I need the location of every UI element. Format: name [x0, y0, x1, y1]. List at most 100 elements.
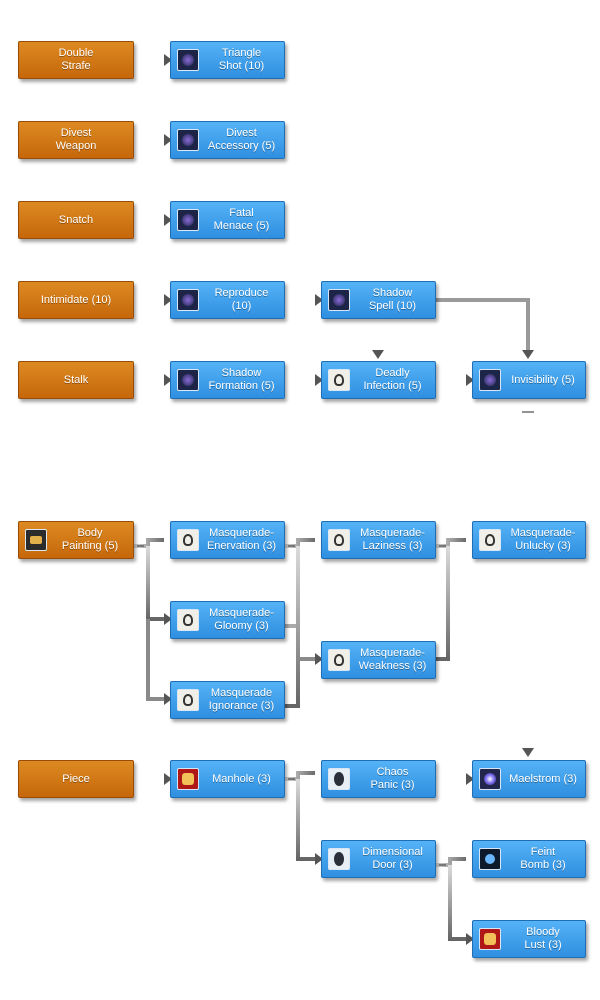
lust-icon — [479, 928, 501, 950]
skill-label: Intimidate (10) — [40, 293, 112, 306]
skill-masquerade-enervation[interactable]: Masquerade- Enervation (3) — [170, 521, 285, 559]
skill-label: Fatal Menace (5) — [213, 207, 270, 232]
skill-label: Piece — [62, 772, 90, 785]
arrowhead — [164, 294, 172, 306]
skill-dimensional-door[interactable]: Dimensional Door (3) — [321, 840, 436, 878]
arrowhead — [315, 374, 323, 386]
skill-label: Double Strafe — [58, 47, 94, 72]
link-dimensional-door-bloody-lust — [448, 865, 466, 941]
skill-label: Manhole (3) — [212, 772, 271, 785]
link-manhole-chaos-panic — [285, 771, 315, 781]
skill-label: Feint Bomb (3) — [520, 846, 566, 871]
skill-piece[interactable]: Piece — [18, 760, 134, 798]
mask-icon — [328, 529, 350, 551]
skill-reproduce[interactable]: Reproduce (10) — [170, 281, 285, 319]
skill-bloody-lust[interactable]: Bloody Lust (3) — [472, 920, 586, 958]
skill-double-strafe[interactable]: Double Strafe — [18, 41, 134, 79]
door-icon — [328, 848, 350, 870]
link-body-painting-masq-enervation — [134, 538, 164, 548]
skill-label: Dimensional Door (3) — [362, 846, 423, 871]
skill-label: Masquerade- Enervation (3) — [206, 527, 277, 552]
skill-label: Stalk — [63, 373, 89, 386]
skill-fatal-menace[interactable]: Fatal Menace (5) — [170, 201, 285, 239]
arrowhead — [164, 214, 172, 226]
skill-shadow-formation[interactable]: Shadow Formation (5) — [170, 361, 285, 399]
mask-icon — [328, 649, 350, 671]
link-shadow-spell-invisibility — [436, 298, 530, 352]
skill-label: Masquerade Ignorance (3) — [208, 687, 275, 712]
link-manhole-dimensional-door — [296, 779, 315, 861]
skill-intimidate[interactable]: Intimidate (10) — [18, 281, 134, 319]
skill-snatch[interactable]: Snatch — [18, 201, 134, 239]
skill-masquerade-ignorance[interactable]: Masquerade Ignorance (3) — [170, 681, 285, 719]
skill-shadow-spell[interactable]: Shadow Spell (10) — [321, 281, 436, 319]
skill-divest-accessory[interactable]: Divest Accessory (5) — [170, 121, 285, 159]
mask-icon — [177, 529, 199, 551]
link-masq-enervation-masq-laziness — [285, 538, 315, 548]
arrowhead — [164, 134, 172, 146]
arrowhead — [466, 374, 474, 386]
skill-label: Shadow Spell (10) — [368, 287, 417, 312]
crossbow-icon — [177, 49, 199, 71]
link-masq-weakness-masq-unlucky — [436, 546, 450, 661]
chaos-icon — [328, 768, 350, 790]
arrowhead — [164, 374, 172, 386]
hand-icon — [177, 129, 199, 151]
skill-label: Masquerade- Unlucky (3) — [510, 527, 576, 552]
link-dimensional-door-feint-bomb — [436, 857, 466, 867]
manhole-icon — [177, 768, 199, 790]
link-masq-ignorance-masq-weakness — [285, 546, 300, 708]
shadow-spell-icon — [328, 289, 350, 311]
shadow-icon — [177, 369, 199, 391]
maelstrom-icon — [479, 768, 501, 790]
skill-masquerade-weakness[interactable]: Masquerade- Weakness (3) — [321, 641, 436, 679]
arrowhead — [522, 748, 534, 757]
skill-label: Shadow Formation (5) — [208, 367, 275, 392]
skill-label: Invisibility (5) — [511, 373, 575, 386]
skill-label: Maelstrom (3) — [509, 772, 577, 785]
skill-label: Chaos Panic (3) — [370, 766, 415, 791]
skill-divest-weapon[interactable]: Divest Weapon — [18, 121, 134, 159]
arrowhead — [164, 613, 172, 625]
skill-stalk[interactable]: Stalk — [18, 361, 134, 399]
link-body-painting-masq-ignorance — [146, 619, 164, 701]
arrowhead — [315, 653, 323, 665]
skill-label: Deadly Infection (5) — [363, 367, 422, 392]
skill-label: Triangle Shot (10) — [218, 47, 265, 72]
arrowhead — [315, 853, 323, 865]
invisibility-icon — [479, 369, 501, 391]
skill-label: Masquerade- Laziness (3) — [360, 527, 425, 552]
skill-chaos-panic[interactable]: Chaos Panic (3) — [321, 760, 436, 798]
arrowhead — [466, 773, 474, 785]
skill-deadly-infection[interactable]: Deadly Infection (5) — [321, 361, 436, 399]
paint-icon — [25, 529, 47, 551]
arrowhead — [372, 350, 384, 359]
skill-body-painting[interactable]: Body Painting (5) — [18, 521, 134, 559]
skill-triangle-shot[interactable]: Triangle Shot (10) — [170, 41, 285, 79]
link-masq-laziness-masq-unlucky — [436, 538, 466, 548]
reproduce-icon — [177, 289, 199, 311]
bomb-icon — [479, 848, 501, 870]
arrowhead — [164, 693, 172, 705]
skill-label: Bloody Lust (3) — [524, 926, 562, 951]
skill-label: Snatch — [58, 213, 94, 226]
skill-label: Body Painting (5) — [61, 527, 119, 552]
skill-invisibility[interactable]: Invisibility (5) — [472, 361, 586, 399]
skill-maelstrom[interactable]: Maelstrom (3) — [472, 760, 586, 798]
arrowhead — [164, 54, 172, 66]
skill-masquerade-gloomy[interactable]: Masquerade- Gloomy (3) — [170, 601, 285, 639]
skill-label: Masquerade- Weakness (3) — [358, 647, 427, 672]
mask-icon — [479, 529, 501, 551]
skill-masquerade-laziness[interactable]: Masquerade- Laziness (3) — [321, 521, 436, 559]
skill-label: Masquerade- Gloomy (3) — [209, 607, 274, 632]
arrowhead — [164, 773, 172, 785]
skill-masquerade-unlucky[interactable]: Masquerade- Unlucky (3) — [472, 521, 586, 559]
skill-feint-bomb[interactable]: Feint Bomb (3) — [472, 840, 586, 878]
arrowhead — [315, 294, 323, 306]
skull-icon — [328, 369, 350, 391]
menace-icon — [177, 209, 199, 231]
skill-label: Reproduce (10) — [214, 287, 269, 312]
skill-manhole[interactable]: Manhole (3) — [170, 760, 285, 798]
skill-label: Divest Accessory (5) — [207, 127, 276, 152]
